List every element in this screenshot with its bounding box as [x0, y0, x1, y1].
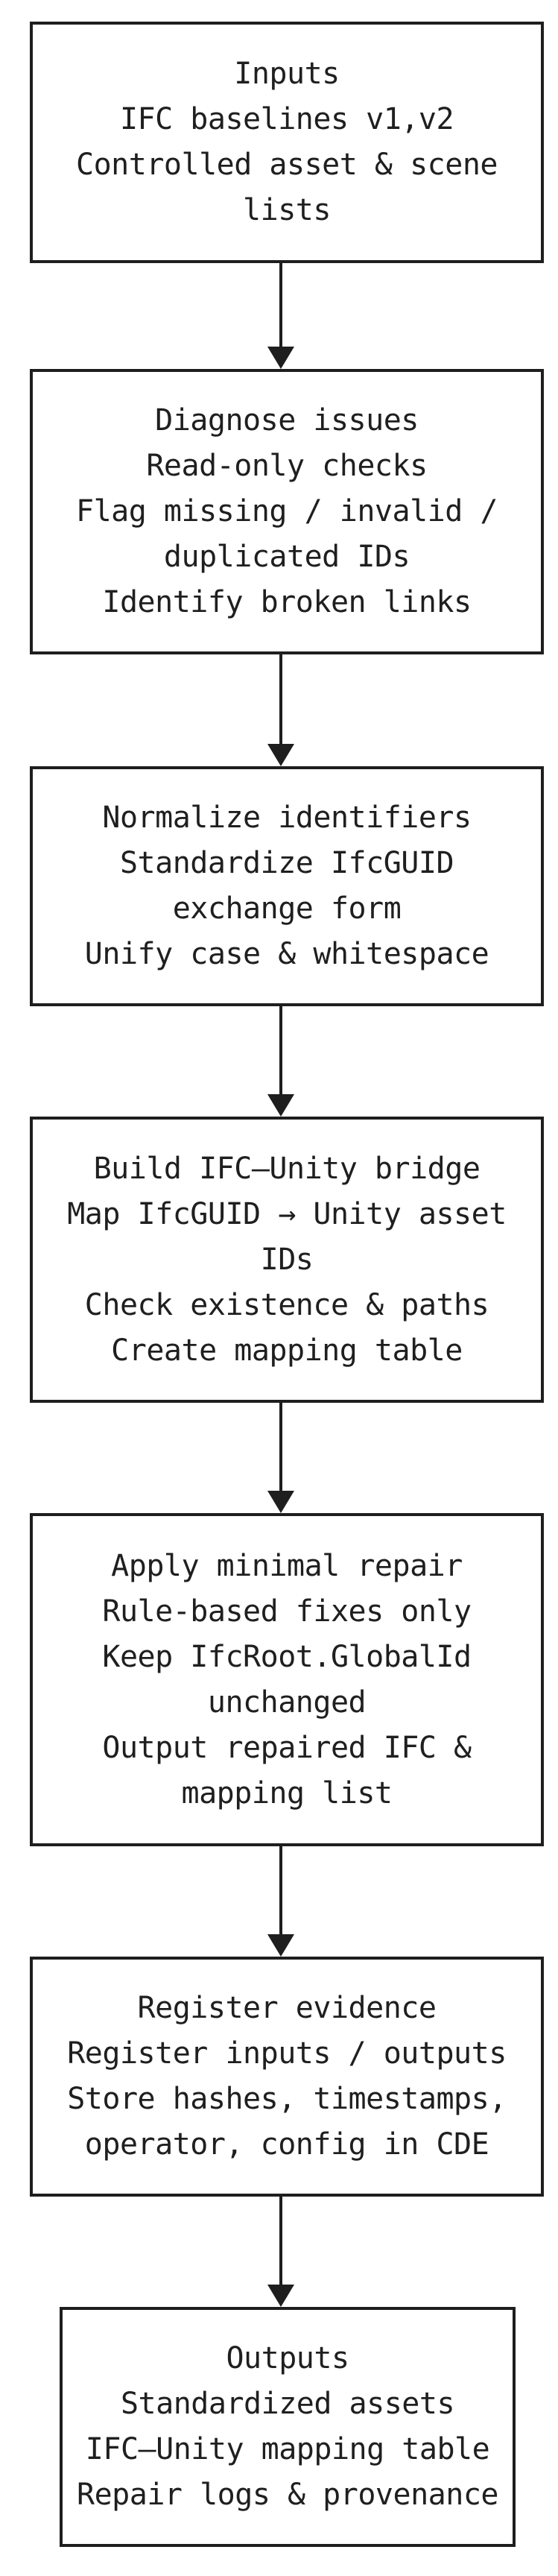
node-repair-line-4: unchanged [207, 1685, 367, 1720]
node-diagnose: Diagnose issues Read-only checks Flag mi… [30, 369, 544, 654]
node-outputs-line-4: Repair logs & provenance [77, 2478, 498, 2512]
arrow-normalize-to-bridge [267, 1006, 294, 1117]
node-evidence-line-3: Store hashes, timestamps, [67, 2082, 507, 2116]
node-bridge-line-5: Create mapping table [111, 1333, 463, 1368]
node-bridge-line-2: Map IfcGUID → Unity asset [67, 1196, 507, 1231]
node-evidence: Register evidence Register inputs / outp… [30, 1957, 544, 2197]
node-evidence-line-4: operator, config in CDE [84, 2127, 489, 2162]
node-evidence-line-2: Register inputs / outputs [67, 2036, 507, 2071]
node-normalize: Normalize identifiers Standardize IfcGUI… [30, 766, 544, 1006]
node-normalize-line-2: Standardize IfcGUID [119, 846, 454, 880]
node-repair-line-1: Apply minimal repair [111, 1548, 463, 1583]
node-diagnose-line-1: Diagnose issues [155, 403, 419, 438]
node-diagnose-line-3: Flag missing / invalid / [76, 494, 498, 528]
node-repair: Apply minimal repair Rule-based fixes on… [30, 1513, 544, 1846]
node-repair-line-5: Output repaired IFC & [102, 1730, 472, 1765]
node-bridge-line-3: IDs [260, 1242, 314, 1277]
node-inputs: Inputs IFC baselines v1,v2 Controlled as… [30, 22, 544, 263]
node-repair-line-6: mapping list [181, 1775, 393, 1811]
arrow-bridge-to-repair [267, 1403, 294, 1513]
arrow-evidence-to-outputs [267, 2197, 294, 2307]
node-diagnose-line-5: Identify broken links [102, 585, 472, 619]
node-bridge-line-4: Check existence & paths [84, 1287, 489, 1322]
node-repair-line-2: Rule-based fixes only [102, 1594, 472, 1629]
arrow-diagnose-to-normalize [267, 654, 294, 766]
node-outputs-line-2: Standardized assets [120, 2387, 455, 2421]
node-normalize-line-3: exchange form [172, 891, 402, 926]
node-inputs-line-2: IFC baselines v1,v2 [119, 102, 454, 136]
node-bridge-line-1: Build IFC–Unity bridge [93, 1151, 481, 1186]
node-evidence-line-1: Register evidence [137, 1991, 437, 2025]
node-normalize-line-1: Normalize identifiers [102, 801, 472, 835]
node-diagnose-line-2: Read-only checks [146, 449, 428, 483]
arrow-inputs-to-diagnose [267, 263, 294, 369]
node-repair-line-3: Keep IfcRoot.GlobalId [102, 1639, 472, 1674]
node-inputs-line-3: Controlled asset & scene [76, 148, 498, 182]
node-outputs-line-1: Outputs [226, 2341, 349, 2375]
node-normalize-line-4: Unify case & whitespace [84, 937, 489, 971]
node-inputs-line-1: Inputs [234, 57, 340, 91]
node-diagnose-line-4: duplicated IDs [163, 540, 410, 574]
node-outputs-line-3: IFC–Unity mapping table [85, 2432, 490, 2466]
node-outputs: Outputs Standardized assets IFC–Unity ma… [60, 2307, 516, 2547]
node-inputs-line-4: lists [243, 193, 331, 227]
node-bridge: Build IFC–Unity bridge Map IfcGUID → Uni… [30, 1117, 544, 1403]
arrow-repair-to-evidence [267, 1846, 294, 1957]
